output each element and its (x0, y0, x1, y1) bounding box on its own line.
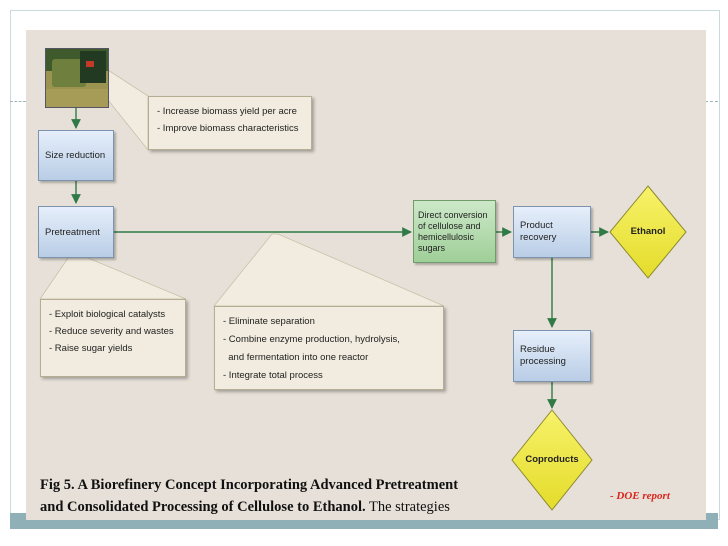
pretreatment-callout-line: - Reduce severity and wastes (49, 326, 174, 337)
coproducts-diamond (511, 409, 593, 511)
callout-wedge-pretreatment (39, 257, 187, 300)
consolidated-callout-line: - Eliminate separation (223, 316, 315, 327)
consolidated-callout: - Eliminate separation - Combine enzyme … (214, 306, 444, 390)
coproducts-label: Coproducts (525, 454, 579, 465)
product-recovery-box: Product recovery (513, 206, 591, 258)
size-reduction-box: Size reduction (38, 130, 114, 181)
consolidated-callout-line: and fermentation into one reactor (223, 352, 369, 363)
pretreatment-box: Pretreatment (38, 206, 114, 258)
biomass-field-image (46, 49, 108, 107)
biomass-callout-line: - Improve biomass characteristics (157, 123, 299, 134)
size-reduction-label: Size reduction (45, 150, 106, 161)
slide-divider-left (10, 101, 26, 102)
consolidated-callout-line: - Integrate total process (223, 370, 323, 381)
direct-conversion-label: Direct conversion of cellulose and hemic… (418, 209, 488, 253)
biomass-callout: - Increase biomass yield per acre - Impr… (148, 96, 312, 150)
residue-processing-box: Residue processing (513, 330, 591, 382)
ethanol-diamond (609, 185, 687, 279)
figure-caption: Fig 5. A Biorefinery Concept Incorporati… (40, 474, 458, 518)
caption-line-2-bold: and Consolidated Processing of Cellulose… (40, 499, 366, 515)
source-credit: - DOE report (610, 490, 670, 502)
residue-processing-label: Residue processing (520, 344, 566, 367)
caption-line-1: Fig 5. A Biorefinery Concept Incorporati… (40, 477, 459, 493)
pretreatment-callout-line: - Exploit biological catalysts (49, 309, 166, 320)
direct-conversion-box: Direct conversion of cellulose and hemic… (413, 200, 496, 263)
product-recovery-label: Product recovery (520, 220, 557, 243)
consolidated-callout-line: - Combine enzyme production, hydrolysis, (223, 334, 400, 345)
slide-divider-right (705, 101, 718, 102)
ethanol-label: Ethanol (630, 226, 666, 237)
biomass-photo (45, 48, 109, 108)
callout-wedge-consolidated (213, 233, 445, 307)
caption-line-2-rest: The strategies (365, 499, 450, 515)
callout-wedge-biomass (107, 69, 149, 152)
pretreatment-callout-line: - Raise sugar yields (49, 343, 133, 354)
biomass-callout-line: - Increase biomass yield per acre (157, 106, 297, 117)
pretreatment-callout: - Exploit biological catalysts - Reduce … (40, 299, 186, 377)
pretreatment-label: Pretreatment (45, 226, 100, 238)
